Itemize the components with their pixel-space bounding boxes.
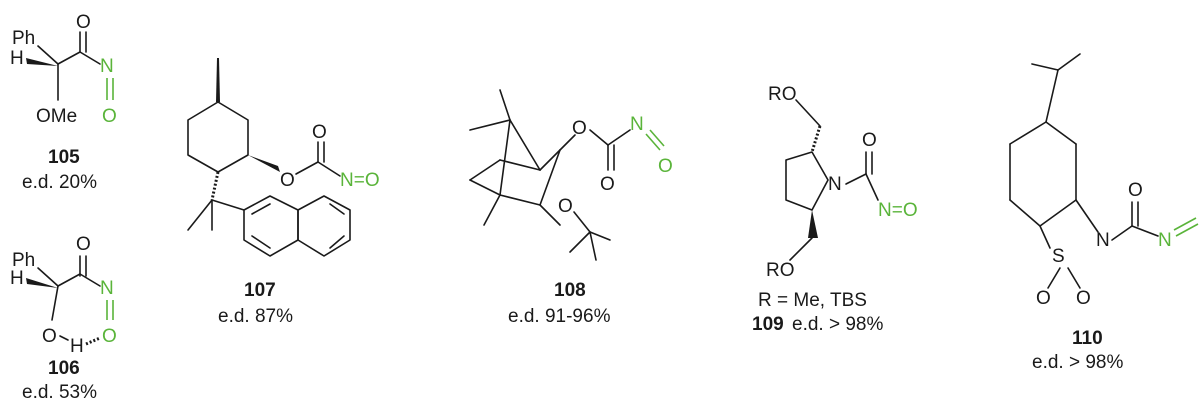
atom-ph: Ph (12, 250, 35, 271)
compound-109-note: R = Me, TBS (758, 290, 867, 311)
atom-ro: RO (768, 84, 797, 105)
atom-o: O (572, 118, 587, 139)
atom-n: N (100, 56, 114, 77)
atom-n: N (630, 114, 644, 135)
atom-o: O (1076, 288, 1091, 309)
atom-o: O (600, 174, 615, 195)
compound-107-label: 107 (244, 280, 276, 301)
atom-ph: Ph (12, 28, 35, 49)
compound-106-label: 106 (48, 358, 80, 379)
compound-110-structure: S O O N O N 110 e.d. > 98% (1009, 53, 1199, 373)
atom-h: H (70, 336, 84, 357)
atom-o: O (1036, 288, 1051, 309)
atom-o: O (312, 122, 327, 143)
compound-105-structure: Ph H O N O OMe 105 e.d. 20% (10, 12, 117, 193)
atom-n: N (1158, 230, 1172, 251)
n-eq-o: N=O (340, 170, 380, 191)
compound-105-ed: e.d. 20% (22, 172, 97, 193)
atom-n: N (1096, 230, 1110, 251)
atom-o: O (1128, 180, 1143, 201)
atom-h: H (10, 268, 24, 289)
compound-106-structure: O Ph H N O O H 106 e.d. 53% (10, 234, 117, 403)
wedge-bond (26, 278, 58, 288)
atom-o: O (76, 12, 91, 33)
atom-o: O (558, 196, 573, 217)
atom-o: O (658, 156, 673, 177)
atom-n: N (828, 174, 842, 195)
n-eq-o: N=O (878, 200, 918, 221)
compound-107-ed: e.d. 87% (218, 306, 293, 327)
wedge-bond (26, 58, 58, 66)
compound-109-label: 109 (752, 314, 784, 335)
compound-108-structure: O O N O O 108 e.d. 91-96% (469, 89, 673, 327)
atom-n: N (100, 278, 114, 299)
atom-o: O (76, 234, 91, 255)
compound-106-ed: e.d. 53% (22, 382, 97, 403)
atom-ome: OMe (36, 106, 77, 127)
compound-105-label: 105 (48, 147, 80, 168)
compound-110-ed: e.d. > 98% (1032, 352, 1123, 373)
compound-109-structure: RO N O N=O RO R = Me, TBS 109 e.d. > 98% (752, 84, 918, 335)
compound-110-label: 110 (1072, 328, 1103, 349)
atom-o: O (862, 130, 877, 151)
atom-s: S (1052, 246, 1065, 267)
compound-108-ed: e.d. 91-96% (508, 306, 611, 327)
atom-ro: RO (766, 260, 795, 281)
atom-o: O (102, 326, 117, 347)
compound-108-label: 108 (554, 280, 586, 301)
atom-o: O (280, 170, 295, 191)
compound-107-structure: O O N=O 107 e.d. 87% (187, 58, 380, 327)
atom-o: O (42, 326, 57, 347)
atom-h: H (10, 48, 24, 69)
atom-o: O (102, 106, 117, 127)
compound-109-ed: e.d. > 98% (792, 314, 883, 335)
